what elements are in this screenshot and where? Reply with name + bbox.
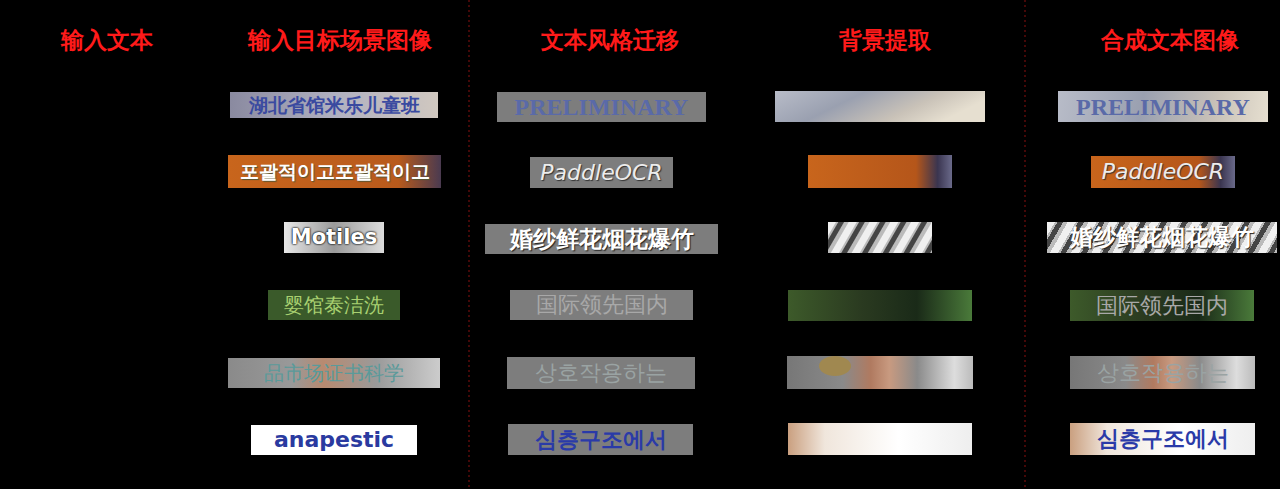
- crop-text: 상호작용하는: [1097, 362, 1229, 384]
- text-image-crop: 婚纱鲜花烟花爆竹: [1047, 222, 1277, 253]
- column-header: 输入目标场景图像: [248, 25, 432, 56]
- crop-text: 포괄적이고포괄적이고: [240, 162, 430, 181]
- crop-text: 国际领先国内: [1096, 295, 1228, 317]
- text-image-crop: 国际领先国内: [1070, 290, 1254, 321]
- text-image-crop: 湖北省馆米乐儿童班: [230, 92, 438, 118]
- text-image-crop: 심층구조에서: [1070, 423, 1255, 455]
- column-header: 输入文本: [61, 25, 153, 56]
- text-image-crop: PaddleOCR: [1091, 156, 1235, 188]
- crop-text: 国际领先国内: [536, 294, 668, 316]
- text-image-crop: PRELIMINARY: [497, 92, 706, 122]
- column-header: 文本风格迁移: [541, 25, 679, 56]
- text-image-crop: 国际领先国内: [510, 290, 693, 320]
- crop-text: 상호작용하는: [535, 362, 667, 384]
- column-header: 合成文本图像: [1101, 25, 1239, 56]
- crop-text: 湖北省馆米乐儿童班: [249, 96, 420, 115]
- crop-text: PaddleOCR: [540, 162, 662, 184]
- text-image-crop: 포괄적이고포괄적이고: [228, 155, 441, 188]
- crop-text: 심층구조에서: [1097, 428, 1229, 450]
- crop-text: Motiles: [291, 227, 378, 248]
- text-image-crop: 상호작용하는: [1070, 356, 1255, 389]
- crop-text: PaddleOCR: [1102, 161, 1224, 183]
- column-header: 背景提取: [839, 25, 931, 56]
- text-image-crop: Motiles: [284, 222, 384, 253]
- crop-text: 婚纱鲜花烟花爆竹: [510, 228, 694, 251]
- crop-text: anapestic: [274, 429, 394, 451]
- text-image-crop: anapestic: [251, 425, 417, 455]
- crop-text: 婴馆泰洁洗: [284, 295, 384, 315]
- text-image-crop: PRELIMINARY: [1058, 91, 1268, 122]
- text-image-crop: 심층구조에서: [508, 424, 693, 455]
- crop-text: 婚纱鲜花烟花爆竹: [1070, 226, 1254, 249]
- text-image-crop: 婴馆泰洁洗: [268, 290, 400, 320]
- crop-text: 심층구조에서: [535, 429, 667, 451]
- text-image-crop: 상호작용하는: [507, 357, 695, 389]
- crop-text: PRELIMINARY: [515, 95, 689, 119]
- text-image-crop: PaddleOCR: [530, 157, 673, 188]
- text-image-crop: 品市场证书科学: [228, 358, 440, 388]
- crop-text: 品市场证书科学: [264, 363, 404, 383]
- text-image-crop: 婚纱鲜花烟花爆竹: [485, 224, 718, 254]
- crop-text: PRELIMINARY: [1076, 95, 1250, 119]
